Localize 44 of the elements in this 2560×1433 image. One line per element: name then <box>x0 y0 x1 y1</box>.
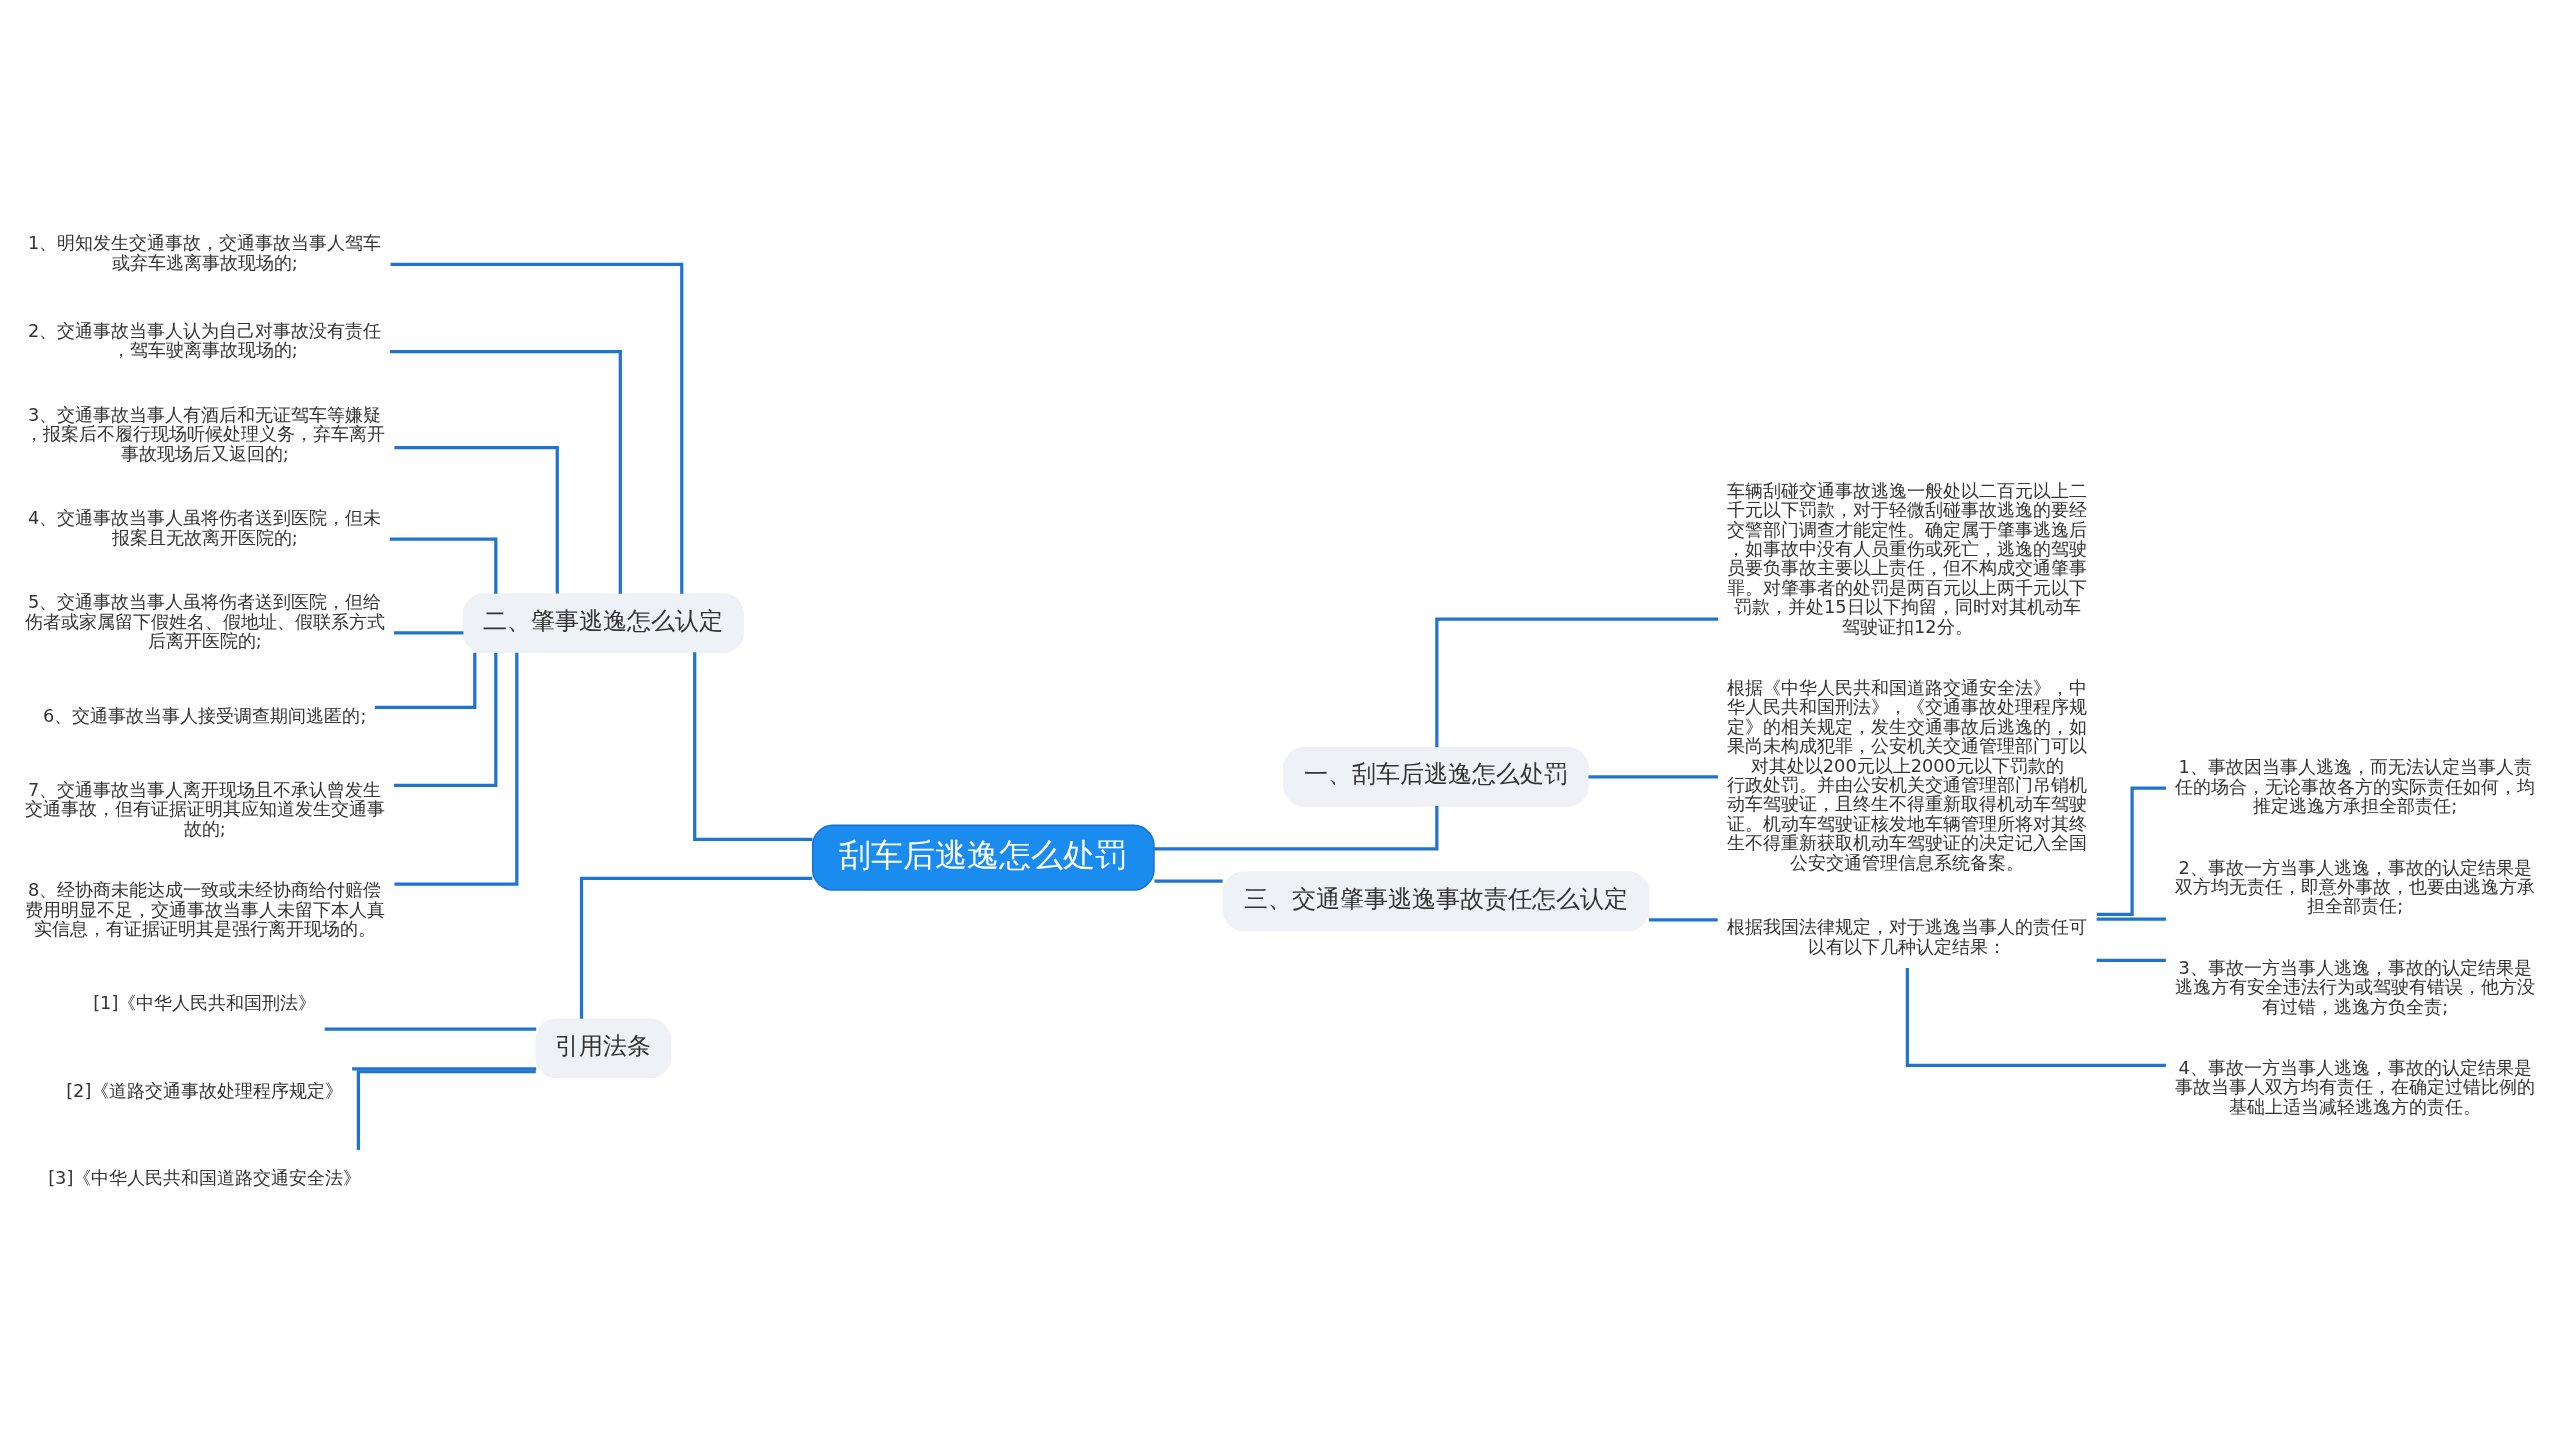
node-text: 8、经协商未能达成一致或未经协商给付赔偿费用明显不足，交通事故当事人未留下本人真实信息，有证据证明其是强行离开现场的。 <box>24 878 385 939</box>
connector <box>394 652 519 886</box>
node-box: 刮车后逃逸怎么处罚 <box>811 824 1155 891</box>
connector <box>579 876 813 1019</box>
node-text: 3、事故一方当事人逃逸，事故的认定结果是逃逸方有安全违法行为或驾驶有错误，他方没有过错，逃逸方负全责; <box>2175 956 2536 1017</box>
node-text: 1、事故因当事人逃逸，而无法认定当事人责任的场合，无论事故各方的实际责任如何，均推定逃逸方承担全部责任; <box>2175 755 2536 816</box>
connector <box>352 1066 537 1070</box>
connector <box>2096 958 2166 962</box>
connector <box>693 651 813 841</box>
node-box: 引用法条 <box>535 1018 672 1078</box>
connector <box>390 262 684 594</box>
connector <box>1648 917 1718 922</box>
connector <box>1435 617 1718 747</box>
node-text: 2、交通事故当事人认为自己对事故没有责任，驾车驶离事故现场的; <box>28 319 382 360</box>
connector <box>375 652 477 709</box>
connector <box>389 537 498 594</box>
connector <box>324 1026 537 1031</box>
node-text: [1]《中华人民共和国刑法》 <box>93 991 317 1013</box>
node-text: 车辆刮碰交通事故逃逸一般处以二百元以上二千元以下罚款，对于轻微刮碰事故逃逸的要经交警部门调查才能定性。确定属于肇事逃逸后，如事故中没有人员重伤或死亡，逃逸的驾驶员要负事故主要以上责任，但不构成交通肇事罪。对肇事者的处罚是两百元以上两千元以下罚款，并处15日以下拘留，同时对其机动车驾驶证扣12分。 <box>1727 479 2088 637</box>
node-text: 5、交通事故当事人虽将伤者送到医院，但给伤者或家属留下假姓名、假地址、假联系方式后离开医院的; <box>24 590 385 651</box>
connector <box>390 349 622 594</box>
connector <box>394 652 498 787</box>
node-text: [2]《道路交通事故处理程序规定》 <box>66 1079 344 1101</box>
connector <box>394 630 464 635</box>
node-box: 二、肇事逃逸怎么认定 <box>462 592 744 653</box>
connector <box>1154 879 1223 883</box>
node-text: 2、事故一方当事人逃逸，事故的认定结果是双方均无责任，即意外事故，也要由逃逸方承担全部责任; <box>2175 856 2536 916</box>
node-text: 1、明知发生交通事故，交通事故当事人驾车或弃车逃离事故现场的; <box>28 231 382 273</box>
node-text: 3、交通事故当事人有酒后和无证驾车等嫌疑，报案后不履行现场听候处理义务，弃车离开事故现场后又返回的; <box>24 403 385 464</box>
node-text: 4、交通事故当事人虽将伤者送到医院，但未报案且无故离开医院的; <box>28 506 382 548</box>
connector <box>1588 774 1718 778</box>
connector <box>394 445 559 593</box>
connector <box>1154 805 1439 850</box>
node-text: 根据《中华人民共和国道路交通安全法》，中华人民共和国刑法》，《交通事故处理程序规定》的相关规定，发生交通事故后逃逸的，如果尚未构成犯罪，公安机关交通管理部门可以对其处以200元以上2000元以下罚款的行政处罚。并由公安机关交通管理部门吊销机动车驾驶证，且终生不得重新取得机动车驾驶证。机动车驾驶证核发地车辆管理所将对其终生不得重新获取机动车驾驶证的决定记入全国公安交通管理信息系统备案。 <box>1727 676 2088 873</box>
node-box: 三、交通肇事逃逸事故责任怎么认定 <box>1222 870 1650 931</box>
connector <box>356 1069 536 1150</box>
connector <box>2096 917 2166 921</box>
node-text: 4、事故一方当事人逃逸，事故的认定结果是事故当事人双方均有责任，在确定过错比例的基础上适当减轻逃逸方的责任。 <box>2175 1056 2536 1117</box>
node-text: 7、交通事故当事人离开现场且不承认曾发生交通事故，但有证据证明其应知道发生交通事故的; <box>24 778 385 839</box>
node-text: [3]《中华人民共和国道路交通安全法》 <box>48 1166 362 1188</box>
node-text: 6、交通事故当事人接受调查期间逃匿的; <box>43 704 367 726</box>
node-text: 根据我国法律规定，对于逃逸当事人的责任可以有以下几种认定结果： <box>1727 915 2088 957</box>
connector <box>1905 967 2166 1067</box>
node-box: 一、刮车后逃逸怎么处罚 <box>1283 746 1589 807</box>
